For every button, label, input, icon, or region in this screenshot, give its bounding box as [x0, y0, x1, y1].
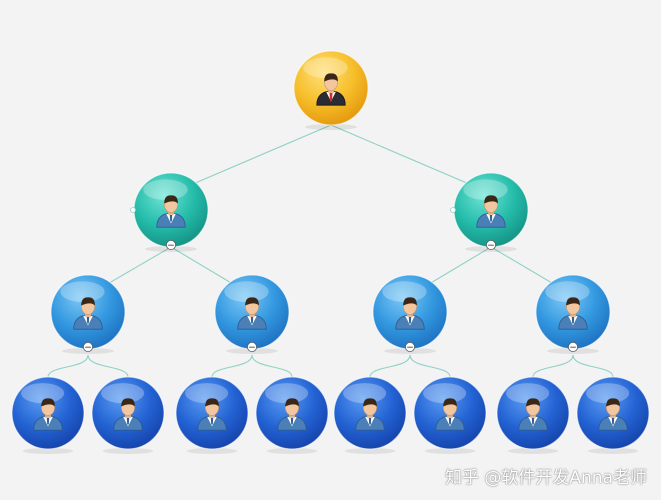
org-node-l3-e[interactable] — [333, 376, 407, 454]
person-icon — [558, 297, 588, 330]
person-icon — [395, 297, 425, 330]
collapse-icon: − — [248, 343, 256, 353]
collapse-toggle-l2-b[interactable]: − — [246, 341, 257, 353]
org-node-root[interactable] — [293, 50, 369, 130]
connector-l2-a-l3-b — [87, 354, 129, 378]
person-icon — [476, 195, 506, 228]
connector-l2-b-l3-c — [211, 354, 253, 378]
collapse-icon: − — [406, 343, 414, 353]
person-icon — [237, 297, 267, 330]
collapse-toggle-l1-a[interactable]: − — [165, 239, 176, 251]
collapse-toggle-l2-d[interactable]: − — [568, 341, 579, 353]
port-dot — [130, 207, 136, 213]
person-icon — [33, 398, 63, 431]
connector-root-l1-a — [170, 124, 332, 194]
collapse-icon: − — [84, 343, 92, 353]
person-icon — [73, 297, 103, 330]
connector-l2-c-l3-e — [369, 354, 411, 378]
org-node-l2-a[interactable]: − — [50, 274, 126, 354]
org-node-l2-d[interactable]: − — [535, 274, 611, 354]
port-dot — [450, 207, 456, 213]
org-node-l2-b[interactable]: − — [214, 274, 290, 354]
connector-l2-a-l3-a — [47, 354, 89, 378]
person-icon — [435, 398, 465, 431]
person-icon — [113, 398, 143, 431]
org-node-l3-a[interactable] — [11, 376, 85, 454]
person-icon — [518, 398, 548, 431]
person-icon — [156, 195, 186, 228]
org-node-l3-h[interactable] — [576, 376, 650, 454]
businessman-icon — [316, 73, 346, 106]
org-node-l1-b[interactable]: − — [450, 172, 529, 252]
collapse-icon: − — [167, 241, 175, 251]
org-node-l3-d[interactable] — [255, 376, 329, 454]
org-node-l1-a[interactable]: − — [130, 172, 209, 252]
person-icon — [598, 398, 628, 431]
connector-l2-b-l3-d — [251, 354, 293, 378]
connector-l2-c-l3-f — [409, 354, 451, 378]
watermark-text: 知乎 @软件开发Anna老师 — [445, 468, 647, 488]
collapse-icon: − — [569, 343, 577, 353]
person-icon — [277, 398, 307, 431]
person-icon — [197, 398, 227, 431]
connector-l2-d-l3-g — [532, 354, 574, 378]
org-node-l2-c[interactable]: − — [372, 274, 448, 354]
org-node-l3-b[interactable] — [91, 376, 165, 454]
collapse-toggle-l2-c[interactable]: − — [404, 341, 415, 353]
org-node-l3-f[interactable] — [413, 376, 487, 454]
collapse-icon: − — [487, 241, 495, 251]
connector-l2-d-l3-h — [572, 354, 614, 378]
org-node-l3-c[interactable] — [175, 376, 249, 454]
person-icon — [355, 398, 385, 431]
connector-root-l1-b — [330, 124, 492, 194]
collapse-toggle-l2-a[interactable]: − — [83, 341, 94, 353]
collapse-toggle-l1-b[interactable]: − — [485, 239, 496, 251]
org-node-l3-g[interactable] — [496, 376, 570, 454]
